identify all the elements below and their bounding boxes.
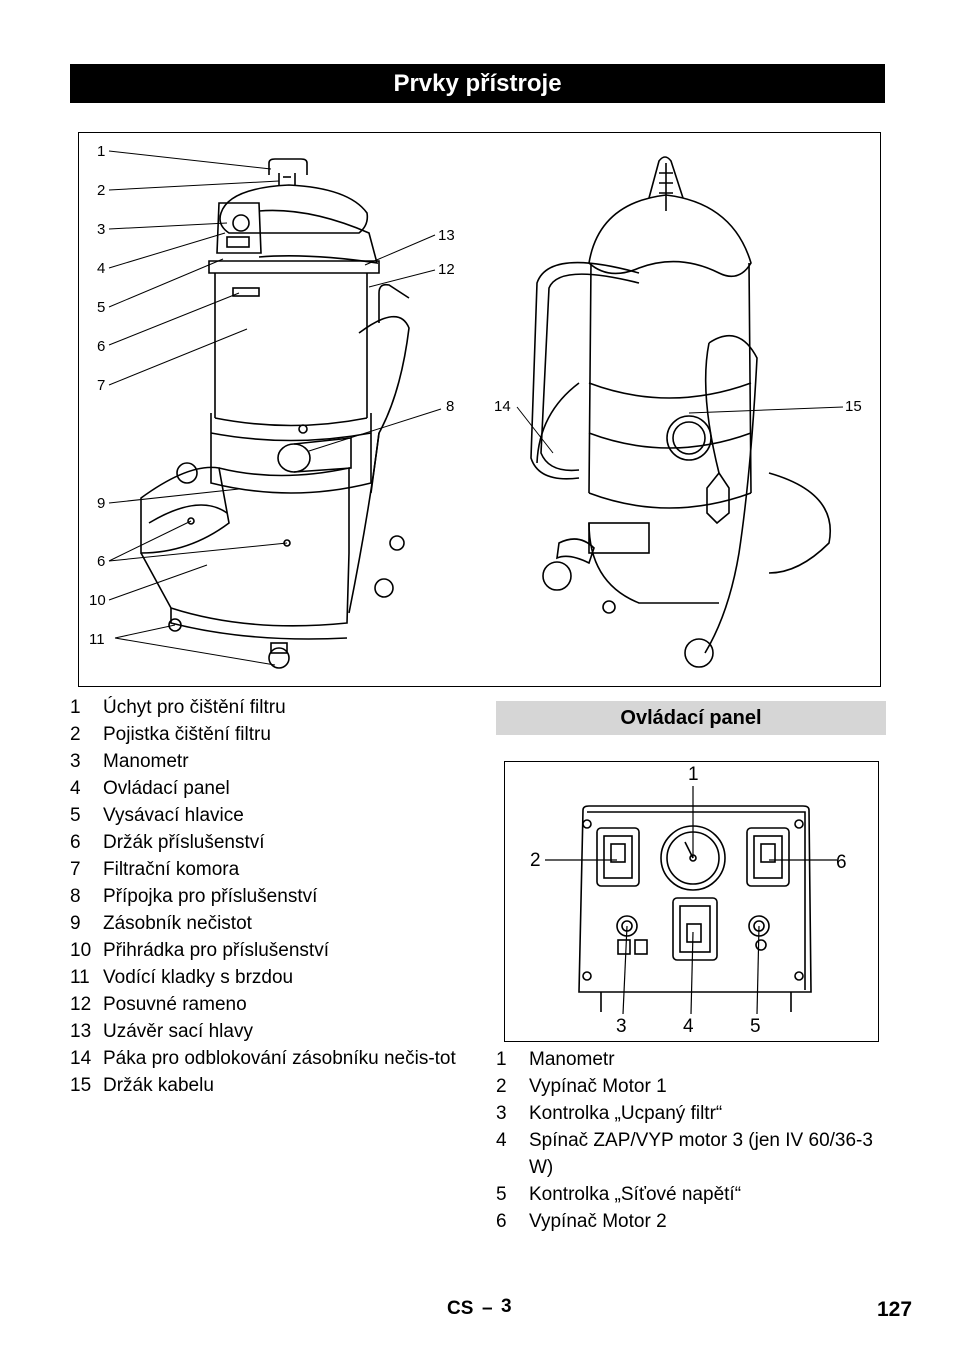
- section-heading: Ovládací panel: [496, 701, 886, 735]
- panel-callout: 2: [530, 850, 541, 871]
- page-title: Prvky přístroje: [70, 64, 885, 103]
- control-panel-figure: 1 2 6 3 4 5: [504, 761, 879, 1042]
- figure-callout: 15: [845, 398, 862, 415]
- figure-callout: 9: [97, 495, 106, 512]
- page-number: 127: [877, 1298, 913, 1321]
- device-figure: 1 2 3 4 5 6 7 8 9 6 10 11 13 12 14 15: [78, 132, 881, 687]
- figure-callout: 2: [97, 182, 106, 199]
- figure-callout: 14: [494, 398, 511, 415]
- footer-language: CS: [447, 1298, 474, 1319]
- device-illustration: [108, 150, 844, 669]
- figure-callout: 1: [97, 143, 106, 160]
- figure-callout: 3: [97, 221, 106, 238]
- figure-callout: 10: [89, 592, 106, 609]
- panel-callout: 6: [836, 852, 847, 873]
- figure-callout: 6: [97, 553, 106, 570]
- control-panel-illustration: [545, 786, 837, 1015]
- footer-dash: –: [482, 1298, 493, 1319]
- figure-callout: 13: [438, 227, 455, 244]
- footer-local-page: 3: [501, 1296, 512, 1317]
- figure-callout: 7: [97, 377, 106, 394]
- figure-callout: 8: [446, 398, 455, 415]
- figure-callout: 5: [97, 299, 106, 316]
- panel-callout: 1: [688, 764, 699, 785]
- figure-callout: 6: [97, 338, 106, 355]
- panel-callout: 5: [750, 1016, 761, 1037]
- figure-callout: 4: [97, 260, 106, 277]
- panel-callout: 4: [683, 1016, 694, 1037]
- panel-callout: 3: [616, 1016, 627, 1037]
- figure-callout: 12: [438, 261, 455, 278]
- figure-callout: 11: [89, 631, 105, 648]
